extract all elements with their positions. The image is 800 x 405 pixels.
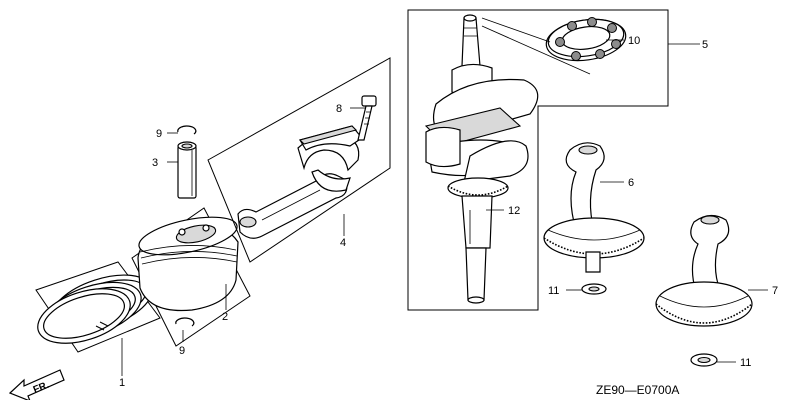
piston-pin (177, 141, 197, 199)
callout-5: 5 (702, 39, 708, 51)
diagram-code: ZE90—E0700A (596, 383, 679, 397)
front-direction-arrow: FR. (8, 369, 65, 403)
pin-clip-bottom (175, 317, 195, 327)
callout-9-bottom: 9 (179, 345, 185, 357)
connecting-rod (207, 57, 391, 263)
washer-b (690, 353, 718, 367)
rod-bolt (357, 95, 377, 141)
callout-3: 3 (152, 157, 158, 169)
callout-2: 2 (222, 311, 228, 323)
piston (131, 207, 251, 347)
callout-11-a: 11 (548, 285, 559, 297)
callout-6: 6 (628, 177, 634, 189)
piston-ring-set (35, 261, 161, 353)
bearing (481, 17, 627, 75)
callout-12: 12 (508, 205, 520, 217)
crankshaft (424, 14, 539, 304)
callout-4: 4 (340, 237, 346, 249)
callout-10: 10 (628, 35, 640, 47)
camshaft-b (655, 214, 753, 327)
callout-1: 1 (119, 377, 125, 389)
washer-a (581, 283, 607, 295)
callout-11-b: 11 (740, 357, 751, 369)
callout-9-top: 9 (156, 128, 162, 140)
callout-7: 7 (772, 285, 778, 297)
callout-8: 8 (336, 103, 342, 115)
leader-lines (121, 39, 768, 376)
crankshaft-assembly-frame (407, 9, 700, 311)
pin-clip-top (177, 125, 197, 135)
camshaft-a (543, 142, 645, 273)
